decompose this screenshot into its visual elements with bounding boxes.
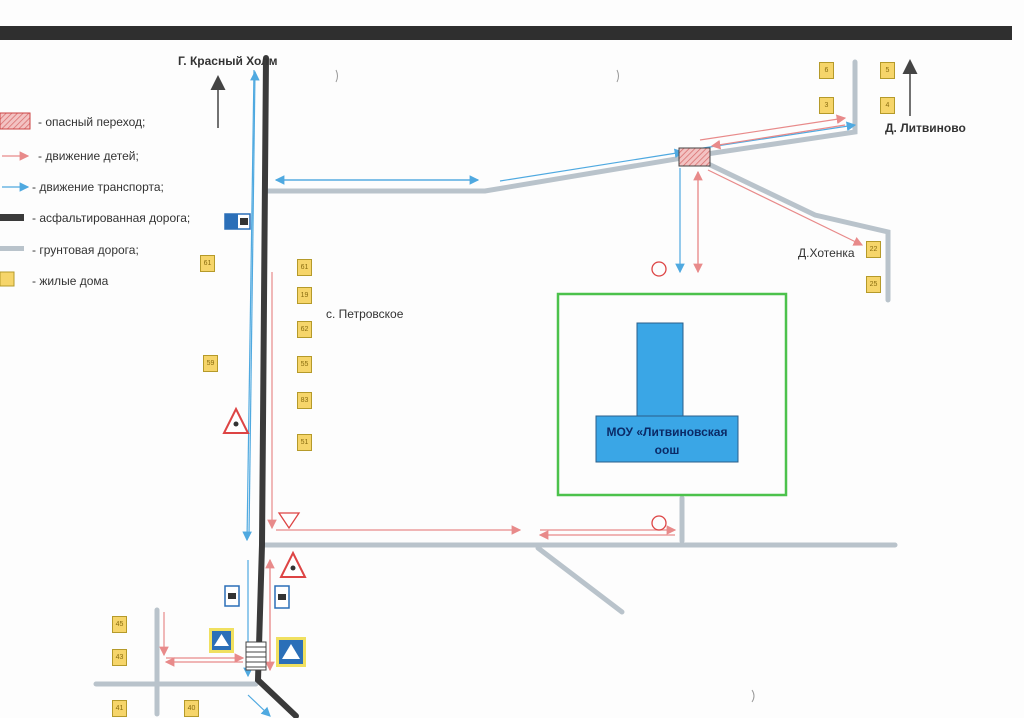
- house: 51: [297, 434, 312, 451]
- school-label: МОУ «Литвиновская оош: [596, 423, 738, 459]
- scan-mark-3: [751, 689, 755, 703]
- house: 6: [819, 62, 834, 79]
- house: 83: [297, 392, 312, 409]
- legend-dirt-symbol: [0, 246, 24, 251]
- dirt-roads: [93, 59, 898, 717]
- label-khotenka: Д.Хотенка: [798, 246, 855, 260]
- school-building-main: [595, 415, 739, 463]
- house: 55: [297, 356, 312, 373]
- legend-crossing-symbol: [0, 112, 31, 130]
- label-krasny-kholm: Г. Красный Холм: [178, 54, 278, 68]
- scan-mark-1: [335, 69, 338, 83]
- house: 43: [112, 649, 127, 666]
- zebra-crossing-south: [245, 641, 267, 671]
- house: 4: [880, 97, 895, 114]
- legend-asphalt-label: - асфальтированная дорога;: [32, 211, 191, 225]
- house: 59: [203, 355, 218, 372]
- house: 3: [819, 97, 834, 114]
- children-routes: [159, 114, 864, 672]
- legend-crossing-label: - опасный переход;: [38, 115, 146, 129]
- house: 19: [297, 287, 312, 304]
- pedestrian-sign-2: [276, 637, 306, 667]
- top-border: [0, 26, 1012, 40]
- children-warning-sign-2: [279, 550, 307, 578]
- school-label-line2: оош: [654, 443, 680, 457]
- legend-house-symbol: [0, 271, 15, 287]
- legend-dirt-label: - грунтовая дорога;: [32, 243, 139, 257]
- house: 61: [200, 255, 215, 272]
- stop-circle-north: [651, 261, 667, 277]
- bus-stop-sign-2: [224, 585, 240, 607]
- children-warning-sign-1: [222, 406, 250, 434]
- house: 61: [297, 259, 312, 276]
- pedestrian-sign-1: [209, 628, 234, 653]
- house: 62: [297, 321, 312, 338]
- house: 41: [112, 700, 127, 717]
- school-grounds: [556, 292, 788, 497]
- school-building-wing: [636, 322, 684, 419]
- yield-sign: [277, 512, 301, 530]
- legend-transport-label: - движение транспорта;: [32, 180, 164, 194]
- house: 45: [112, 616, 127, 633]
- bus-stop-sign-1: [224, 213, 251, 230]
- label-litvinovo: Д. Литвиново: [885, 121, 966, 135]
- house: 22: [866, 241, 881, 258]
- legend-houses-label: - жилые дома: [32, 274, 109, 288]
- house: 40: [184, 700, 199, 717]
- stop-circle-south: [651, 515, 667, 531]
- dirt-road-diagonal: [535, 545, 625, 615]
- asphalt-road: [254, 55, 299, 718]
- house: 25: [866, 276, 881, 293]
- house: 5: [880, 62, 895, 79]
- legend-children-label: - движение детей;: [38, 149, 139, 163]
- scan-mark-2: [616, 69, 619, 83]
- legend-asphalt-symbol: [0, 214, 24, 221]
- school-label-line1: МОУ «Литвиновская: [606, 425, 728, 439]
- dirt-road-khotenka: [697, 157, 891, 303]
- dangerous-crossing-north: [678, 147, 711, 167]
- transport-routes: [242, 69, 857, 717]
- label-petrovskoe: с. Петровское: [326, 307, 404, 321]
- bus-stop-sign-3: [274, 585, 290, 609]
